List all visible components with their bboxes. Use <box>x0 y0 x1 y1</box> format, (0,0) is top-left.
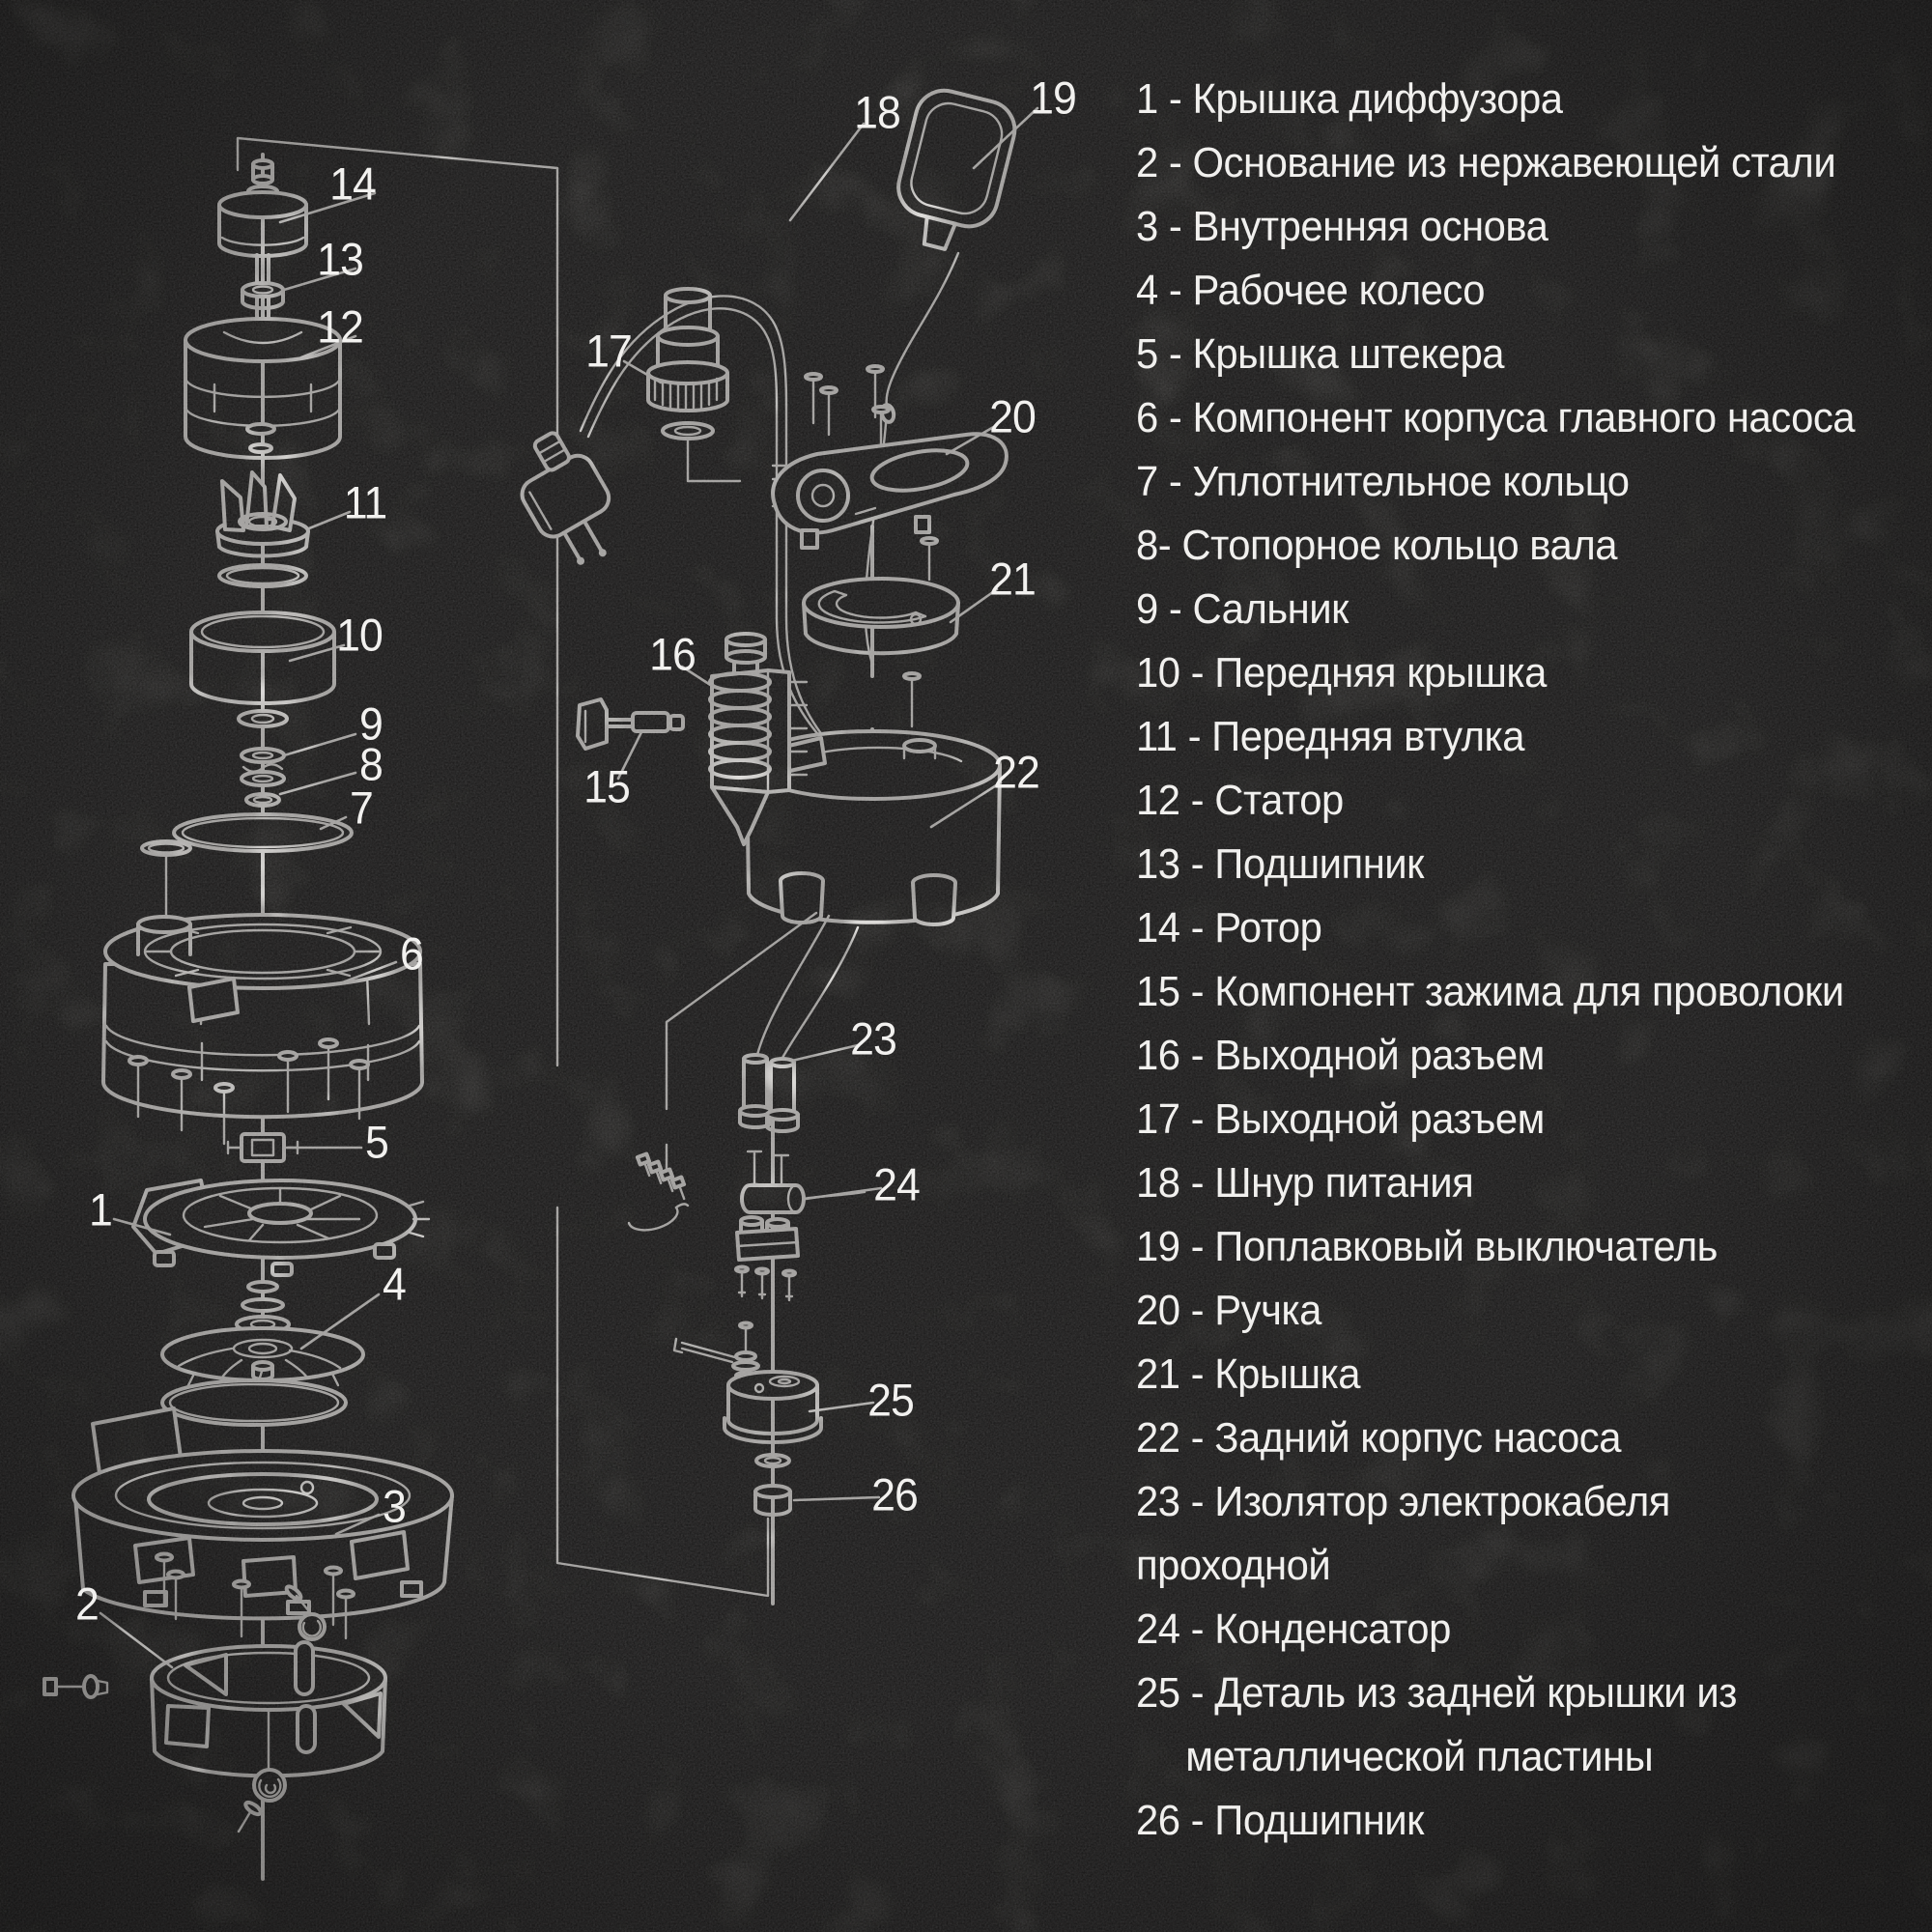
callout-8: 8 <box>359 738 384 790</box>
callout-7: 7 <box>350 781 374 834</box>
callout-17: 17 <box>585 325 633 377</box>
legend-item-10: 10 - Передняя крышка <box>1136 649 1547 696</box>
legend-item-20: 20 - Ручка <box>1136 1287 1321 1334</box>
callout-19: 19 <box>1030 71 1077 124</box>
callout-25: 25 <box>867 1374 915 1426</box>
legend-item-18: 18 - Шнур питания <box>1136 1159 1474 1207</box>
legend-item-3: 3 - Внутренняя основа <box>1136 203 1548 250</box>
callout-24: 24 <box>873 1158 921 1210</box>
callout-20: 20 <box>989 390 1037 442</box>
legend-item-2: 2 - Основание из нержавеющей стали <box>1136 139 1836 186</box>
callout-2: 2 <box>75 1577 99 1630</box>
legend-item-4: 4 - Рабочее колесо <box>1136 267 1486 314</box>
parts-legend: 1 - Крышка диффузора 2 - Основание из не… <box>1136 68 1932 1853</box>
callout-11: 11 <box>343 476 387 528</box>
legend-item-9: 9 - Сальник <box>1136 585 1349 633</box>
callout-9: 9 <box>359 697 384 750</box>
callout-18: 18 <box>854 86 901 138</box>
callout-16: 16 <box>649 628 696 680</box>
callout-5: 5 <box>365 1116 389 1168</box>
callout-23: 23 <box>850 1012 897 1065</box>
legend-item-8: 8- Стопорное кольцо вала <box>1136 522 1618 569</box>
legend-item-21: 21 - Крышка <box>1136 1350 1361 1398</box>
legend-item-25-cont: металлической пластины <box>1185 1733 1654 1780</box>
callout-21: 21 <box>989 553 1037 605</box>
legend-item-15: 15 - Компонент зажима для проволоки <box>1136 968 1844 1015</box>
legend-item-23: 23 - Изолятор электрокабеля <box>1136 1478 1670 1525</box>
callout-3: 3 <box>383 1480 407 1532</box>
callout-12: 12 <box>317 300 364 353</box>
legend-item-6: 6 - Компонент корпуса главного насоса <box>1136 394 1856 441</box>
legend-item-12: 12 - Статор <box>1136 777 1344 824</box>
legend-item-7: 7 - Уплотнительное кольцо <box>1136 458 1630 505</box>
callout-15: 15 <box>583 760 631 812</box>
legend-item-17: 17 - Выходной разъем <box>1136 1095 1545 1143</box>
callout-14: 14 <box>329 157 377 210</box>
callout-10: 10 <box>336 609 384 661</box>
legend-item-24: 24 - Конденсатор <box>1136 1605 1451 1653</box>
callout-13: 13 <box>317 233 364 285</box>
callout-4: 4 <box>383 1258 407 1310</box>
callout-22: 22 <box>993 746 1040 798</box>
legend-item-11: 11 - Передняя втулка <box>1136 713 1524 760</box>
legend-item-16: 16 - Выходной разъем <box>1136 1032 1545 1079</box>
legend-item-14: 14 - Ротор <box>1136 904 1322 952</box>
legend-item-1: 1 - Крышка диффузора <box>1136 75 1563 123</box>
legend-item-22: 22 - Задний корпус насоса <box>1136 1414 1621 1462</box>
callout-26: 26 <box>871 1468 919 1520</box>
legend-item-5: 5 - Крышка штекера <box>1136 330 1505 378</box>
callout-1: 1 <box>89 1183 113 1236</box>
callout-6: 6 <box>400 927 424 980</box>
legend-item-26: 26 - Подшипник <box>1136 1797 1425 1844</box>
legend-item-13: 13 - Подшипник <box>1136 840 1425 888</box>
legend-item-19: 19 - Поплавковый выключатель <box>1136 1223 1718 1270</box>
legend-item-23-cont: проходной <box>1136 1542 1331 1589</box>
legend-item-25: 25 - Деталь из задней крышки из <box>1136 1669 1737 1717</box>
